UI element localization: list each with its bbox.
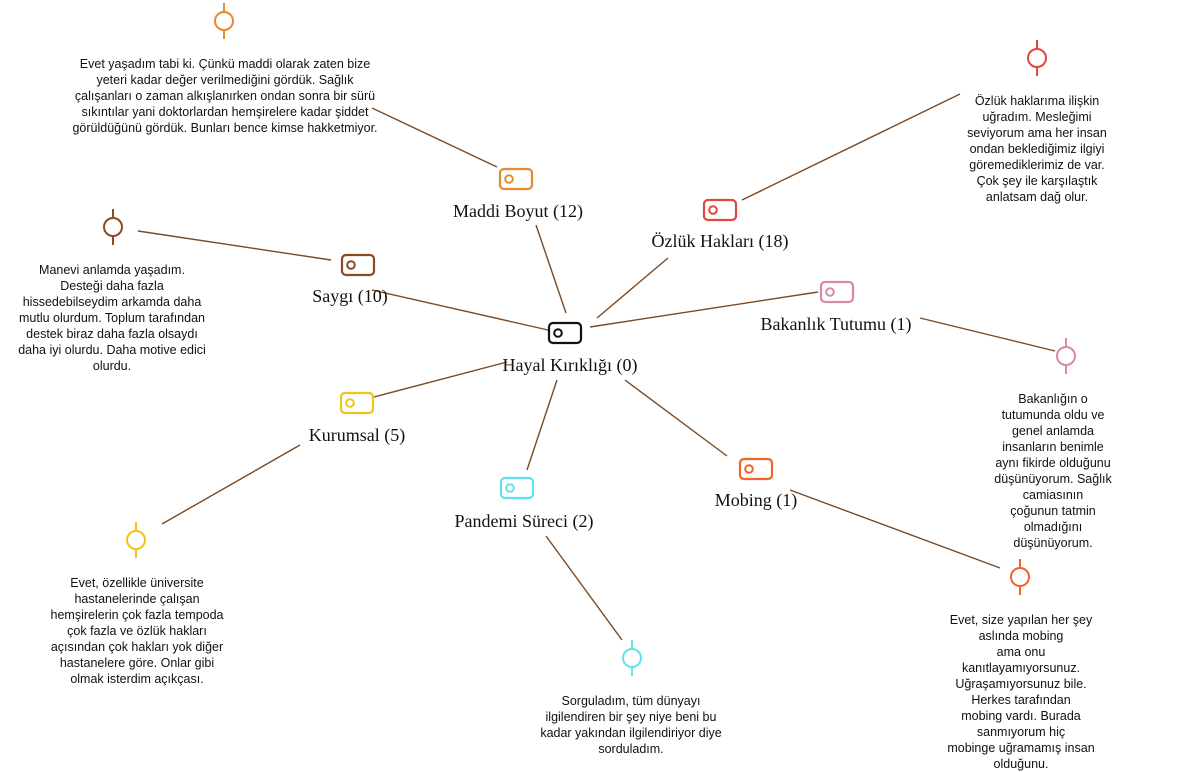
kurumsal-quotation-icon[interactable] xyxy=(126,522,146,558)
quote-text-mobing: Evet, size yapılan her şey aslında mobin… xyxy=(947,613,1095,771)
quote-text-pandemi: Sorguladım, tüm dünyayı ilgilendiren bir… xyxy=(540,694,722,756)
link-bakanlik-to-center xyxy=(589,291,819,328)
center-node-label[interactable]: Hayal Kırıklığı (0) xyxy=(502,355,638,375)
pandemi-quotation-icon[interactable] xyxy=(622,640,642,676)
link-ozluk-to-quote xyxy=(741,93,961,201)
code-node-label-saygi[interactable]: Saygı (10) xyxy=(312,286,388,306)
link-mobing-to-center xyxy=(624,379,728,457)
link-pandemi-to-center xyxy=(526,379,558,471)
ozluk-quotation-icon[interactable] xyxy=(1027,40,1047,76)
pandemi-code-tag-icon[interactable] xyxy=(499,476,535,500)
link-maddi-to-quote xyxy=(371,107,498,168)
quote-text-saygi: Manevi anlamda yaşadım. Desteği daha faz… xyxy=(18,263,206,373)
link-maddi-to-center xyxy=(535,224,567,314)
code-node-label-ozluk[interactable]: Özlük Hakları (18) xyxy=(651,231,789,251)
code-node-label-kurumsal[interactable]: Kurumsal (5) xyxy=(308,425,406,445)
mobing-code-tag-icon[interactable] xyxy=(738,457,774,481)
quote-text-ozluk: Özlük haklarıma ilişkin uğradım. Mesleği… xyxy=(967,94,1107,204)
link-kurumsal-to-quote xyxy=(161,444,301,525)
maddi-quotation-icon[interactable] xyxy=(214,3,234,39)
code-node-label-bakanlik[interactable]: Bakanlık Tutumu (1) xyxy=(760,314,912,334)
ozluk-code-tag-icon[interactable] xyxy=(702,198,738,222)
quote-text-bakanlik: Bakanlığın o tutumunda oldu ve genel anl… xyxy=(994,392,1112,550)
link-saygi-to-center xyxy=(371,289,549,331)
link-saygi-to-quote xyxy=(137,230,332,261)
saygi-quotation-icon[interactable] xyxy=(103,209,123,245)
quote-text-kurumsal: Evet, özellikle üniversite hastanelerind… xyxy=(50,576,224,686)
link-ozluk-to-center xyxy=(596,257,669,319)
link-mobing-to-quote xyxy=(789,489,1001,569)
bakanlik-code-tag-icon[interactable] xyxy=(819,280,855,304)
saygi-code-tag-icon[interactable] xyxy=(340,253,376,277)
quote-text-maddi: Evet yaşadım tabi ki. Çünkü maddi olarak… xyxy=(72,57,378,135)
bakanlik-quotation-icon[interactable] xyxy=(1056,338,1076,374)
code-node-label-mobing[interactable]: Mobing (1) xyxy=(714,490,798,510)
maddi-code-tag-icon[interactable] xyxy=(498,167,534,191)
link-bakanlik-to-quote xyxy=(919,317,1056,352)
link-kurumsal-to-center xyxy=(373,361,508,398)
center-code-tag-icon[interactable] xyxy=(547,321,583,345)
link-pandemi-to-quote xyxy=(545,535,623,641)
mobing-quotation-icon[interactable] xyxy=(1010,559,1030,595)
code-node-label-pandemi[interactable]: Pandemi Süreci (2) xyxy=(454,511,594,531)
code-node-label-maddi[interactable]: Maddi Boyut (12) xyxy=(453,201,583,221)
kurumsal-code-tag-icon[interactable] xyxy=(339,391,375,415)
